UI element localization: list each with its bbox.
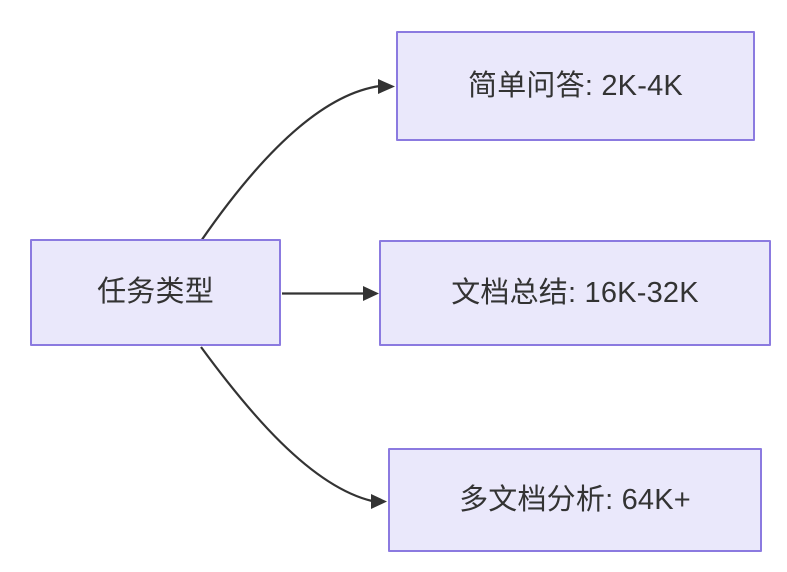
node-label: 任务类型	[97, 276, 214, 309]
node-label: 多文档分析: 64K+	[459, 483, 691, 516]
node-label: 简单问答: 2K-4K	[468, 69, 683, 102]
node-document-summary[interactable]: 文档总结: 16K-32K	[379, 240, 771, 346]
node-label: 文档总结: 16K-32K	[451, 276, 699, 309]
edge-path-1	[200, 84, 381, 242]
node-simple-qa[interactable]: 简单问答: 2K-4K	[396, 31, 755, 141]
edge-source-to-task-1	[200, 79, 395, 242]
edge-source-to-task-2	[282, 286, 379, 301]
node-multi-document-analysis[interactable]: 多文档分析: 64K+	[388, 448, 762, 552]
arrow-head-1	[378, 79, 395, 94]
edge-source-to-task-3	[200, 346, 387, 509]
arrow-head-2	[363, 286, 379, 301]
node-task-type-root[interactable]: 任务类型	[30, 239, 281, 346]
arrow-head-3	[371, 494, 387, 509]
edge-path-3	[200, 346, 373, 503]
